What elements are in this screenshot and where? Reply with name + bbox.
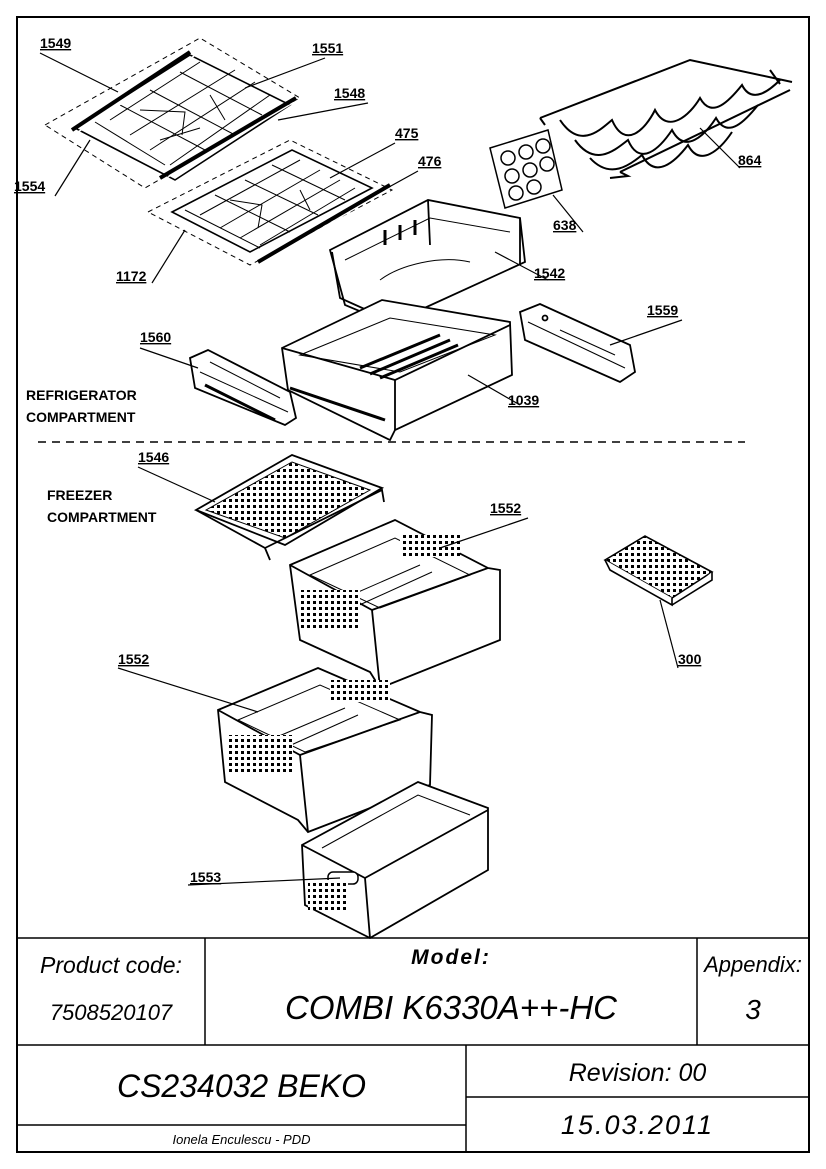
drawer-1039 <box>281 299 513 442</box>
freezer-drawer-1552-upper <box>289 519 501 690</box>
appendix-label-cell: Appendix: <box>697 945 809 985</box>
freezer-label-line2: COMPARTMENT <box>47 509 157 525</box>
product-code-label-cell: Product code: <box>17 945 205 985</box>
date: 15.03.2011 <box>560 1109 715 1140</box>
dairy-flap-1560 <box>188 349 298 427</box>
part-label-1559: 1559 <box>647 302 678 318</box>
refrigerator-label-line1: REFRIGERATOR <box>26 387 137 403</box>
appendix-value: 3 <box>745 994 761 1025</box>
sheet-border <box>16 16 810 1153</box>
product-code-label: Product code: <box>40 951 182 978</box>
part-label-1551: 1551 <box>312 40 343 56</box>
document-cell: CS234032 BEKO <box>17 1055 466 1117</box>
part-label-1552-lower: 1552 <box>118 651 149 667</box>
freezer-drawer-1552-lower <box>217 667 433 834</box>
part-label-1542: 1542 <box>534 265 565 281</box>
refrigerator-label-line2: COMPARTMENT <box>26 409 136 425</box>
glass-shelf-1172 <box>146 139 394 266</box>
part-label-638: 638 <box>553 217 577 233</box>
part-label-1554: 1554 <box>14 178 45 194</box>
part-labels: 1549 1551 1548 475 476 1554 1172 864 638… <box>14 35 762 885</box>
part-label-475: 475 <box>395 125 419 141</box>
model-label-cell: Model: <box>205 940 697 976</box>
part-label-1552-upper: 1552 <box>490 500 521 516</box>
product-code: 7508520107 <box>49 1000 173 1025</box>
document-number: CS234032 BEKO <box>116 1067 367 1104</box>
title-block-grid <box>17 937 809 1152</box>
part-label-1548: 1548 <box>334 85 365 101</box>
freezer-shelf-1546 <box>193 454 385 561</box>
model-name: COMBI K6330A++-HC <box>285 989 617 1026</box>
part-label-1549: 1549 <box>40 35 71 51</box>
author: Ionela Enculescu - PDD <box>172 1131 311 1147</box>
part-label-864: 864 <box>738 152 762 168</box>
egg-tray-638 <box>489 129 563 209</box>
part-label-476: 476 <box>418 153 442 169</box>
part-label-300: 300 <box>678 651 702 667</box>
part-label-1546: 1546 <box>138 449 169 465</box>
revision: Revision: 00 <box>568 1058 707 1087</box>
freezer-label-line1: FREEZER <box>47 487 112 503</box>
part-label-1553: 1553 <box>190 869 221 885</box>
part-label-1560: 1560 <box>140 329 171 345</box>
ice-tray-300 <box>603 535 714 607</box>
model-label: Model: <box>411 946 491 969</box>
part-label-1039: 1039 <box>508 392 539 408</box>
freezer-drawer-1553 <box>301 781 489 940</box>
product-code-cell: 7508520107 <box>17 990 205 1036</box>
bottle-rack-864 <box>539 58 793 179</box>
glass-shelf-1554 <box>44 37 301 189</box>
dairy-flap-1559 <box>518 303 636 384</box>
revision-cell: Revision: 00 <box>466 1052 809 1094</box>
appendix-label: Appendix: <box>704 952 802 977</box>
part-label-1172: 1172 <box>116 268 147 284</box>
date-cell: 15.03.2011 <box>466 1102 809 1148</box>
author-cell: Ionela Enculescu - PDD <box>17 1127 466 1151</box>
model-cell: COMBI K6330A++-HC <box>205 982 697 1034</box>
appendix-cell: 3 <box>697 990 809 1030</box>
